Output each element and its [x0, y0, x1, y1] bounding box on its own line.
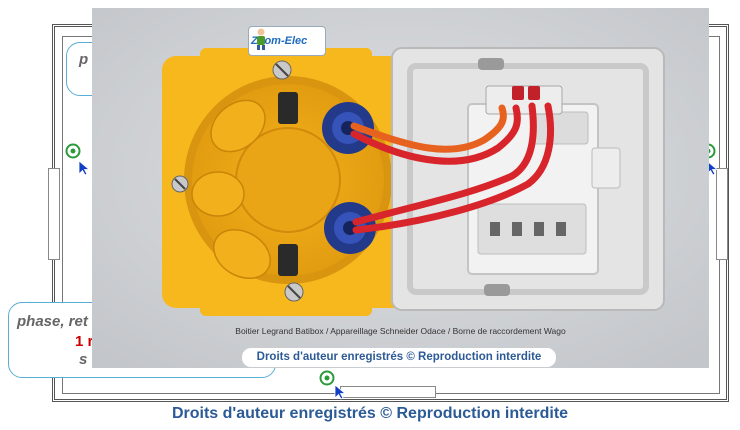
photo-caption: Boitier Legrand Batibox / Appareillage S…	[235, 326, 566, 336]
door-opening-left	[48, 168, 60, 260]
outlet-icon[interactable]	[319, 370, 335, 386]
door-opening-right	[716, 168, 728, 260]
cursor-icon	[334, 384, 346, 400]
note-top-text: p	[79, 51, 89, 68]
electrician-mascot-icon	[257, 28, 265, 50]
note-bottom-line2: 1 r	[75, 333, 94, 350]
footer-copyright: Droits d'auteur enregistrés © Reproducti…	[171, 405, 569, 422]
electrical-photo: Zoom-Elec Boitier Legrand Batibox / Appa…	[92, 8, 709, 368]
photo-illustration	[92, 8, 709, 368]
logo-text: Zoom-Elec	[251, 35, 308, 47]
door-opening-bottom	[340, 386, 436, 398]
zoom-elec-logo: Zoom-Elec	[248, 26, 326, 56]
note-bottom-line3: s	[79, 351, 88, 368]
note-bottom-line1: phase, ret	[17, 313, 88, 330]
cursor-icon	[78, 160, 90, 176]
photo-copyright: Droits d'auteur enregistrés © Reproducti…	[242, 348, 556, 367]
outlet-icon[interactable]	[65, 143, 81, 159]
